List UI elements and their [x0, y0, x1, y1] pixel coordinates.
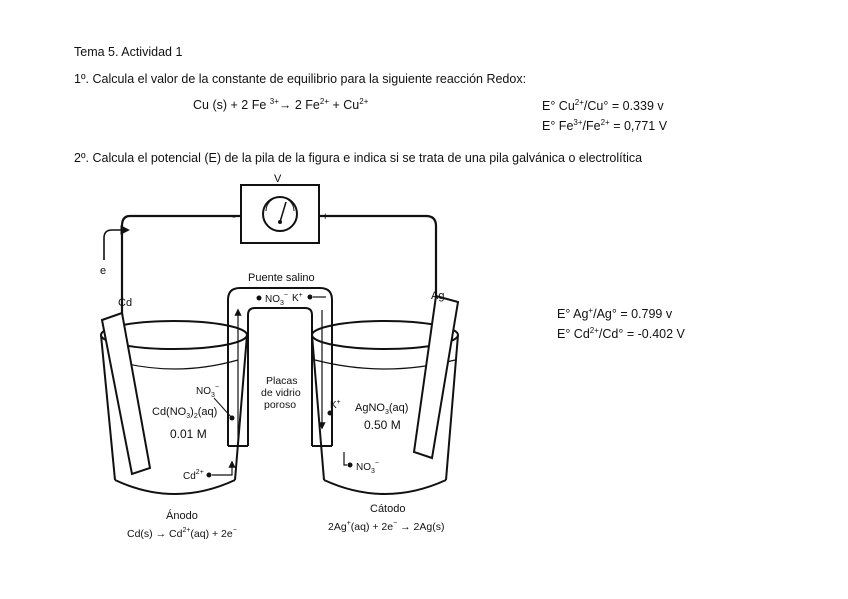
bridge-ion-nitrate: NO3−	[265, 292, 288, 307]
cathode-reaction: 2Ag+(aq) + 2e− → 2Ag(s)	[328, 520, 444, 533]
left-beaker	[100, 320, 248, 495]
left-ion-label: NO3−	[196, 384, 219, 399]
left-cation-label: Cd2+	[183, 469, 204, 482]
anode-reaction: Cd(s) → Cd2+(aq) + 2e−	[127, 527, 237, 540]
right-anion-label: NO3−	[356, 460, 379, 475]
plates-label-3: poroso	[264, 399, 296, 411]
potential-cd: E° Cd2+/Cd° = -0.402 V	[557, 325, 685, 341]
right-ion-label: K+	[330, 399, 341, 411]
redox-reaction: Cu (s) + 2 Fe 3+→ 2 Fe2+ + Cu2+	[193, 96, 369, 112]
question-1-prompt: 1º. Calcula el valor de la constante de …	[74, 72, 527, 86]
page-title: Tema 5. Actividad 1	[74, 45, 183, 59]
potential-cu: E° Cu2+/Cu° = 0.339 v	[542, 97, 664, 113]
right-concentration: 0.50 M	[364, 418, 401, 432]
ag-electrode	[412, 294, 460, 460]
potential-fe: E° Fe3+/Fe2+ = 0,771 V	[542, 117, 668, 133]
voltmeter	[240, 184, 320, 244]
cathode-title: Cátodo	[370, 503, 405, 515]
ag-label: Ag	[431, 290, 444, 302]
right-beaker	[311, 320, 459, 495]
voltmeter-label: V	[274, 173, 282, 185]
left-solution-label: Cd(NO3)2(aq)	[152, 406, 217, 420]
right-solution-label: AgNO3(aq)	[355, 402, 408, 416]
electron-flow-arrow	[103, 225, 130, 260]
electron-label: e	[100, 265, 106, 277]
question-2-prompt: 2º. Calcula el potencial (E) de la pila …	[74, 151, 643, 165]
plus-terminal: +	[322, 211, 328, 223]
plates-label-1: Placas	[266, 375, 298, 387]
plates-label-2: de vidrio	[261, 387, 301, 399]
bridge-ion-potassium: K+	[292, 292, 303, 304]
cd-electrode	[100, 311, 152, 476]
salt-bridge-label: Puente salino	[248, 272, 315, 284]
salt-bridge	[227, 287, 333, 447]
minus-terminal: -	[232, 209, 236, 223]
anode-title: Ánodo	[166, 509, 198, 522]
left-concentration: 0.01 M	[170, 427, 207, 441]
potential-ag: E° Ag+/Ag° = 0.799 v	[557, 305, 673, 321]
cd-label: Cd	[118, 297, 132, 309]
